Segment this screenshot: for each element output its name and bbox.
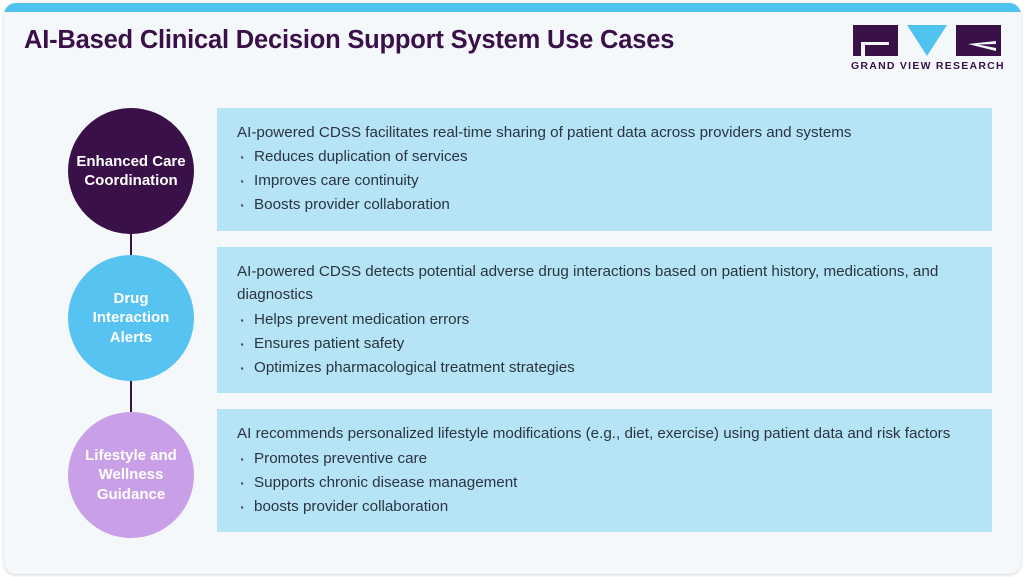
infographic-card: AI-Based Clinical Decision Support Syste…	[4, 3, 1021, 574]
panel-bullet-list: Helps prevent medication errors Ensures …	[237, 307, 974, 382]
use-case-detail-panels: AI-powered CDSS facilitates real-time sh…	[217, 108, 992, 533]
panel-bullet-item: Supports chronic disease management	[237, 470, 974, 497]
panel-bullet-list: Promotes preventive care Supports chroni…	[237, 446, 974, 521]
panel-bullet-item: Optimizes pharmacological treatment stra…	[237, 355, 974, 382]
panel-lead-text: AI recommends personalized lifestyle mod…	[237, 425, 951, 443]
logo-mark	[851, 25, 1003, 57]
panel-bullet-item: Promotes preventive care	[237, 446, 974, 473]
logo-wordmark: GRAND VIEW RESEARCH	[851, 60, 1005, 72]
panel-bullet-item: Ensures patient safety	[237, 331, 974, 358]
panel-bullet-item: Reduces duplication of services	[237, 144, 974, 171]
use-case-node-drug-interaction-alerts[interactable]: Drug Interaction Alerts	[68, 255, 194, 381]
panel-lead-text: AI-powered CDSS detects potential advers…	[237, 262, 939, 304]
node-label: Lifestyle and Wellness Guidance	[85, 447, 177, 503]
panel-bullet-item: boosts provider collaboration	[237, 494, 974, 521]
gvr-logo-g-block-icon	[853, 25, 898, 61]
top-accent-bar	[4, 3, 1021, 12]
detail-panel-drug-interaction-alerts: AI-powered CDSS detects potential advers…	[217, 246, 992, 394]
panel-lead-text: AI-powered CDSS facilitates real-time sh…	[237, 124, 852, 141]
header: AI-Based Clinical Decision Support Syste…	[4, 12, 1021, 98]
connector-line-2-to-3	[130, 381, 132, 412]
panel-bullet-item: Helps prevent medication errors	[237, 307, 974, 334]
node-label: Enhanced Care Coordination	[76, 152, 186, 189]
grand-view-research-logo: GRAND VIEW RESEARCH	[851, 25, 1005, 83]
use-case-node-lifestyle-and-wellness-guidance[interactable]: Lifestyle and Wellness Guidance	[68, 412, 194, 538]
use-case-node-enhanced-care-coordination[interactable]: Enhanced Care Coordination	[68, 108, 194, 234]
panel-bullet-item: Boosts provider collaboration	[237, 192, 974, 219]
use-case-node-rail: Enhanced Care Coordination Drug Interact…	[68, 108, 194, 548]
connector-line-1-to-2	[130, 234, 132, 255]
panel-bullet-item: Improves care continuity	[237, 168, 974, 195]
gvr-logo-v-triangle-icon	[907, 25, 947, 61]
page-title: AI-Based Clinical Decision Support Syste…	[24, 26, 675, 54]
node-label: Drug Interaction Alerts	[92, 290, 170, 346]
detail-panel-enhanced-care-coordination: AI-powered CDSS facilitates real-time sh…	[217, 108, 992, 231]
detail-panel-lifestyle-and-wellness-guidance: AI recommends personalized lifestyle mod…	[217, 409, 992, 533]
gvr-logo-r-block-icon	[956, 25, 1001, 61]
panel-bullet-list: Reduces duplication of services Improves…	[237, 144, 974, 219]
